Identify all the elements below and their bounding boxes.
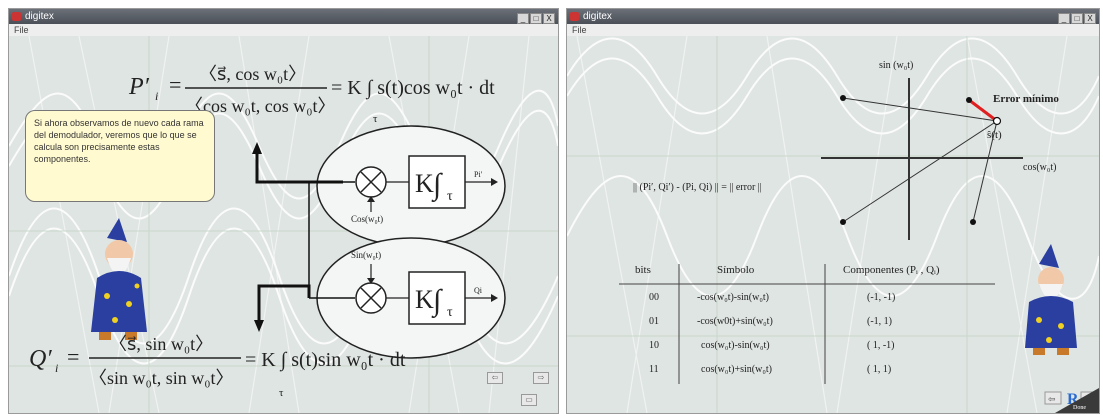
right-content: sin (w₀t) cos(w₀t) Error mínimo ŝ(t) || … — [567, 36, 1099, 413]
close-button[interactable]: X — [1084, 13, 1096, 24]
eq-bot-numerator: 〈s⃗, sin w₀t〉 — [109, 334, 213, 354]
maximize-button[interactable]: □ — [1071, 13, 1083, 24]
minimize-button[interactable]: _ — [1058, 13, 1070, 24]
right-window-title: digitex — [583, 11, 612, 22]
demodulator-diagram: Cos(w₀t) K ∫ τ Pi′ Sin(w₀t) K — [252, 125, 506, 359]
wizard-character — [91, 218, 147, 340]
bottom-integrator-k: K — [415, 285, 434, 314]
minimize-button[interactable]: _ — [517, 13, 529, 24]
prev-button[interactable]: ⇦ — [487, 372, 503, 384]
error-label: Error mínimo — [993, 93, 1059, 105]
svg-text:=: = — [67, 344, 79, 369]
s-hat-label: ŝ(t) — [987, 129, 1002, 141]
next-button[interactable]: ⇨ — [533, 372, 549, 384]
prev-button-frame[interactable] — [1044, 391, 1062, 405]
speech-bubble: Si ahora observamos de nuevo cada rama d… — [25, 110, 215, 202]
symbol-table: bits Símbolo Componentes (Pᵢ , Qᵢ) 00 -c… — [619, 264, 995, 384]
eq-top-numerator: 〈s⃗, cos w₀t〉 — [199, 64, 306, 84]
menu-file[interactable]: File — [572, 25, 587, 35]
received-point — [992, 116, 1002, 126]
table-cell: 00 — [649, 292, 659, 303]
output-bottom-label: Qi — [474, 286, 483, 295]
top-integrator-tau: τ — [447, 189, 453, 204]
line-to-s01 — [842, 120, 998, 223]
table-header: bits — [635, 264, 651, 276]
nav-controls: ⇦ R ⇨ Done — [1044, 388, 1099, 413]
menu-file[interactable]: File — [14, 25, 29, 35]
right-slide: sin (w₀t) cos(w₀t) Error mínimo ŝ(t) || … — [567, 36, 1099, 413]
maximize-button[interactable]: □ — [530, 13, 542, 24]
mixer-bottom-label: Sin(w₀t) — [351, 250, 381, 260]
left-window: digitex _□X File P′ i = — [8, 8, 559, 414]
table-cell: (-1, -1) — [867, 292, 895, 303]
right-titlebar[interactable]: digitex _□X — [567, 9, 1099, 24]
done-button-bg[interactable] — [1055, 388, 1099, 413]
constellation-point — [966, 97, 972, 103]
app-icon — [12, 12, 21, 21]
constellation-diagram: sin (w₀t) cos(w₀t) Error mínimo ŝ(t) || … — [633, 60, 1059, 240]
table-cell: 10 — [649, 340, 659, 351]
eq-top-lhs: P′ — [128, 74, 150, 100]
constellation-point — [840, 219, 846, 225]
done-button[interactable]: Done — [1073, 405, 1086, 411]
table-cell: ( 1, -1) — [867, 340, 895, 351]
table-header: Símbolo — [717, 264, 755, 276]
left-slide: P′ i = 〈s⃗, cos w₀t〉 〈cos w₀t, cos w₀t〉 … — [9, 36, 558, 413]
prev-button[interactable]: ⇦ — [1048, 394, 1056, 404]
close-button[interactable]: X — [543, 13, 555, 24]
constellation-point — [840, 95, 846, 101]
mixer-top-label: Cos(w₀t) — [351, 214, 383, 224]
top-integrator-k: K — [415, 169, 434, 198]
svg-text:∫: ∫ — [431, 168, 443, 203]
eq-top-lhs-sub: i — [155, 89, 158, 103]
constellation-point — [970, 219, 976, 225]
top-arrow-head — [252, 142, 262, 154]
eq-top-rhs: = K ∫ s(t)cos w₀t · dt — [331, 77, 495, 100]
table-cell: (-1, 1) — [867, 316, 892, 327]
eq-bot-denominator: 〈sin w₀t, sin w₀t〉 — [89, 368, 234, 388]
bottom-integrator-tau: τ — [447, 305, 453, 320]
app-icon — [570, 12, 579, 21]
eq-bot-int-sub: τ — [279, 387, 284, 399]
bubble-text: Si ahora observamos de nuevo cada rama d… — [34, 118, 204, 164]
left-titlebar[interactable]: digitex _□X — [9, 9, 558, 24]
eq-bot-lhs: Q′ — [29, 346, 52, 372]
equation-q: Q′ i = 〈s⃗, sin w₀t〉 〈sin w₀t, sin w₀t〉 … — [29, 334, 406, 399]
bottom-integrator-box — [408, 271, 466, 325]
svg-text:∫: ∫ — [431, 284, 443, 319]
error-line — [968, 98, 998, 123]
norm-formula: || (Pi′, Qi′) - (Pi, Qi) || = || error |… — [633, 182, 762, 193]
bottom-arrow-head — [254, 320, 264, 332]
eq-top-equals: = — [169, 72, 181, 97]
left-content: P′ i = 〈s⃗, cos w₀t〉 〈cos w₀t, cos w₀t〉 … — [9, 36, 558, 413]
table-cell: ( 1, 1) — [867, 364, 891, 375]
wizard-character — [1025, 244, 1077, 355]
bottom-arrow-line — [257, 284, 311, 326]
eq-top-denominator: 〈cos w₀t, cos w₀t〉 — [185, 96, 336, 116]
background-grid — [567, 36, 1099, 413]
table-cell: -cos(w₀t)-sin(w₀t) — [697, 292, 769, 303]
eq-bot-rhs: = K ∫ s(t)sin w₀t · dt — [245, 349, 406, 372]
axis-sin-label: sin (w₀t) — [879, 60, 913, 71]
eq-top-int-sub: τ — [373, 113, 378, 125]
left-menubar: File — [9, 24, 558, 36]
table-cell: -cos(w0t)+sin(w₀t) — [697, 316, 773, 327]
table-cell: cos(w₀t)-sin(w₀t) — [701, 340, 770, 351]
right-window: digitex _□X File sin (w₀t) cos(w — [566, 8, 1100, 414]
line-to-s00 — [842, 97, 998, 122]
equation-p: P′ i = 〈s⃗, cos w₀t〉 〈cos w₀t, cos w₀t〉 … — [128, 64, 495, 125]
line-to-s10 — [972, 120, 998, 223]
background-waveforms — [567, 36, 1099, 413]
axis-cos-label: cos(w₀t) — [1023, 162, 1056, 173]
table-cell: cos(w₀t)+sin(w₀t) — [701, 364, 772, 375]
eq-bot-lhs-sub: i — [55, 361, 58, 375]
left-window-title: digitex — [25, 11, 54, 22]
right-menubar: File — [567, 24, 1099, 36]
table-cell: 01 — [649, 316, 659, 327]
extra-button[interactable]: ▭ — [521, 394, 537, 406]
output-top-label: Pi′ — [474, 170, 483, 179]
table-header: Componentes (Pᵢ , Qᵢ) — [843, 264, 940, 276]
top-integrator-box — [408, 155, 466, 209]
table-cell: 11 — [649, 364, 659, 375]
